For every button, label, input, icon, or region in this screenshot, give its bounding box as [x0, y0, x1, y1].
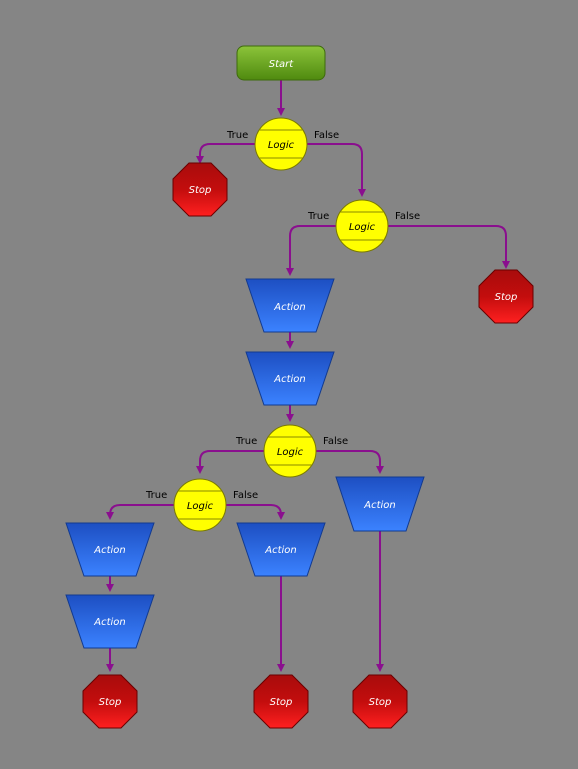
logic-node-2-label: Logic: [349, 222, 376, 233]
stop-node-3[interactable]: Stop: [82, 674, 138, 729]
logic-node-4[interactable]: Logic: [173, 478, 227, 532]
action-node-4-label: Action: [93, 617, 126, 628]
edge-label-logic4-true: True: [145, 490, 167, 501]
stop-node-3-label: Stop: [99, 697, 122, 708]
stop-node-5[interactable]: Stop: [352, 674, 408, 729]
stop-node-4-label: Stop: [270, 697, 293, 708]
edge-label-logic3-true: True: [235, 436, 257, 447]
edge-label-logic2-false: False: [395, 211, 420, 222]
connector-logic1-true: [196, 143, 255, 164]
connector-logic4-false: [226, 504, 285, 520]
edge-label-logic3-false: False: [323, 436, 348, 447]
edge-label-logic1-true: True: [226, 130, 248, 141]
stop-node-2-label: Stop: [495, 292, 518, 303]
logic-node-3[interactable]: Logic: [263, 424, 317, 478]
logic-node-4-label: Logic: [187, 501, 214, 512]
connector-logic1-false: [307, 143, 366, 197]
logic-node-1[interactable]: Logic: [254, 117, 308, 171]
start-node-label: Start: [269, 59, 295, 70]
connector-logic3-true: [196, 450, 264, 474]
stop-node-4[interactable]: Stop: [253, 674, 309, 729]
edge-label-logic2-true: True: [307, 211, 329, 222]
start-node[interactable]: Start: [236, 45, 326, 81]
action-node-2[interactable]: Action: [245, 351, 335, 406]
action-node-5-label: Action: [264, 545, 297, 556]
connectors: [106, 80, 510, 672]
action-node-4[interactable]: Action: [65, 594, 155, 649]
logic-node-2[interactable]: Logic: [335, 199, 389, 253]
stop-node-2[interactable]: Stop: [478, 269, 534, 324]
stop-node-1-label: Stop: [189, 185, 212, 196]
edge-labels: True False True False True False True Fa…: [145, 130, 420, 501]
action-node-1-label: Action: [273, 302, 306, 313]
stop-node-1[interactable]: Stop: [172, 162, 228, 217]
action-node-3-label: Action: [93, 545, 126, 556]
connector-logic4-true: [106, 504, 174, 520]
logic-node-3-label: Logic: [277, 447, 304, 458]
action-node-3[interactable]: Action: [65, 522, 155, 577]
stop-node-5-label: Stop: [369, 697, 392, 708]
edge-label-logic1-false: False: [314, 130, 339, 141]
connector-logic2-false: [388, 225, 510, 269]
action-node-5[interactable]: Action: [236, 522, 326, 577]
action-node-6[interactable]: Action: [335, 476, 425, 532]
action-node-1[interactable]: Action: [245, 278, 335, 333]
connector-logic2-true: [286, 225, 336, 276]
action-node-6-label: Action: [363, 500, 396, 511]
edge-label-logic4-false: False: [233, 490, 258, 501]
action-node-2-label: Action: [273, 374, 306, 385]
connector-logic3-false: [316, 450, 384, 474]
logic-node-1-label: Logic: [268, 140, 295, 151]
